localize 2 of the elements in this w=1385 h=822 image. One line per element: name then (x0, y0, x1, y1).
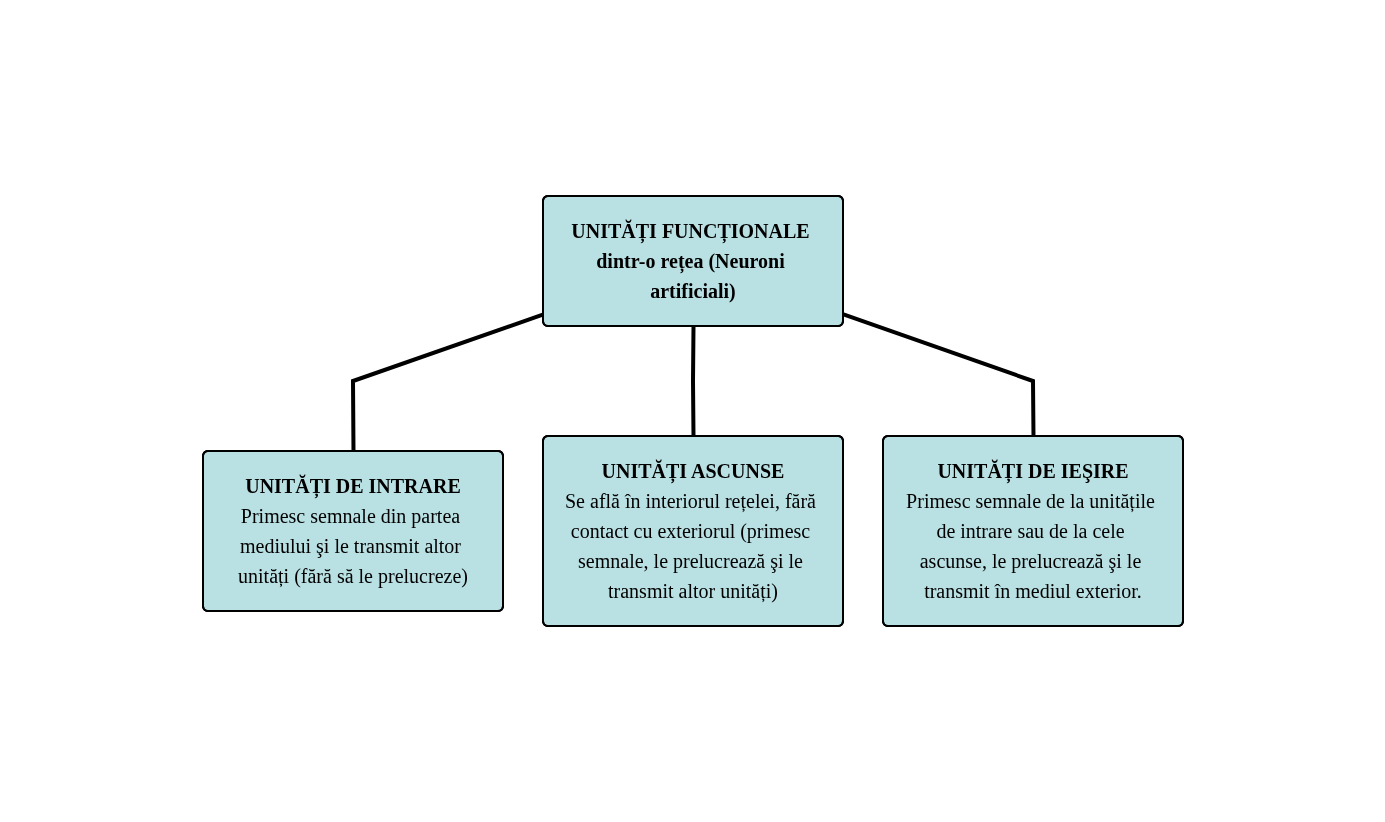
connector (690, 326, 695, 437)
connector (842, 312, 1035, 437)
